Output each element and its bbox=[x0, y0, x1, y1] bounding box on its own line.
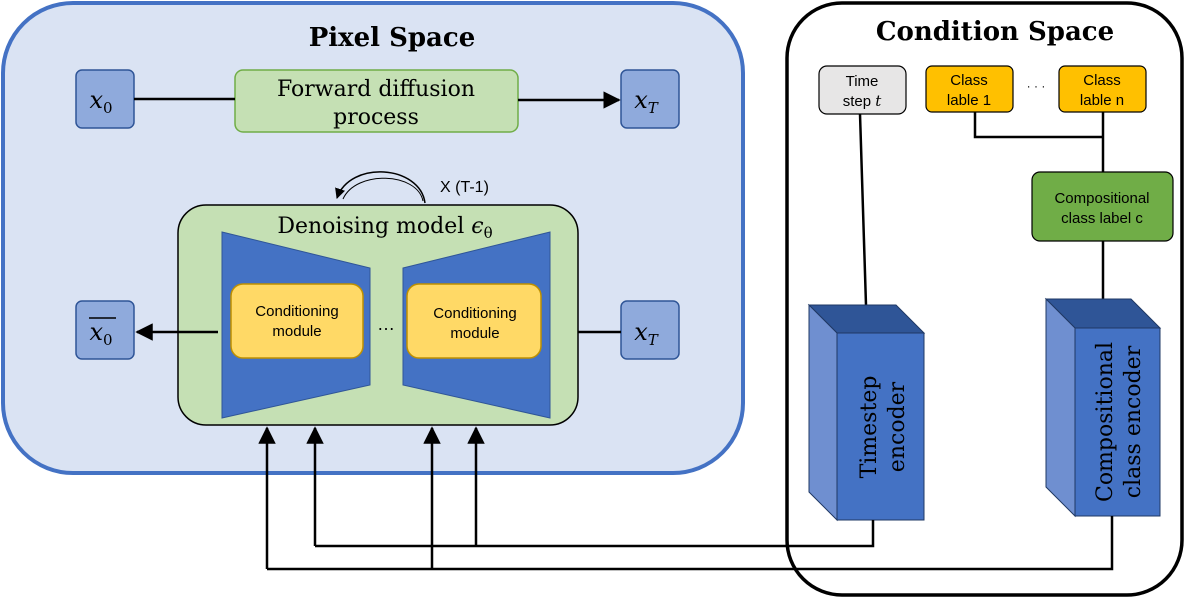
svg-text:xT: xT bbox=[634, 318, 659, 349]
forward-line2: process bbox=[333, 105, 419, 130]
timestep-to-encoder-line bbox=[858, 113, 868, 306]
svg-text:module: module bbox=[272, 323, 321, 340]
svg-text:Class: Class bbox=[1083, 72, 1121, 89]
forward-line1: Forward diffusion bbox=[277, 77, 475, 102]
time-step-box: Time step t bbox=[818, 65, 907, 115]
conditioning-module-left: Conditioning module bbox=[230, 283, 364, 359]
x0-hat-base: x bbox=[89, 318, 103, 346]
theta-symbol: θ bbox=[484, 224, 493, 242]
x0-hat-node: x0 bbox=[75, 300, 135, 360]
svg-text:Conditioning: Conditioning bbox=[255, 303, 338, 320]
svg-text:Compositional: Compositional bbox=[1054, 190, 1149, 207]
class-label-1-box: Class lable 1 bbox=[925, 65, 1014, 113]
svg-text:xT: xT bbox=[634, 86, 659, 117]
svg-text:step t: step t bbox=[843, 92, 883, 110]
class-encoder-line1: Compositional bbox=[1093, 342, 1118, 502]
unet-dots: … bbox=[377, 314, 395, 334]
xT-top-base: x bbox=[634, 86, 648, 114]
pixel-space-title: Pixel Space bbox=[309, 23, 476, 53]
time-step-var: t bbox=[875, 92, 882, 110]
condition-space-title: Condition Space bbox=[876, 17, 1114, 47]
class-feedback-line bbox=[267, 516, 1114, 571]
svg-text:module: module bbox=[450, 325, 499, 342]
class-encoder-block: Compositional class encoder bbox=[1044, 297, 1162, 518]
xT-bottom-sub: T bbox=[648, 331, 659, 349]
loop-arrow bbox=[335, 171, 426, 204]
xT-bottom-base: x bbox=[634, 318, 648, 346]
xT-top-node: xT bbox=[620, 69, 680, 129]
class-dots: · · · bbox=[1027, 79, 1046, 93]
xT-top-sub: T bbox=[648, 99, 659, 117]
x0-hat-sub: 0 bbox=[103, 331, 113, 349]
timestep-encoder-line2: encoder bbox=[885, 381, 910, 472]
timestep-encoder-line1: Timestep bbox=[857, 376, 882, 479]
class-encoder-line2: class encoder bbox=[1121, 345, 1146, 498]
x0-base: x bbox=[89, 86, 103, 114]
x0-sub: 0 bbox=[103, 99, 113, 117]
class-labels-merge-line bbox=[973, 112, 1103, 139]
timestep-feedback-line bbox=[315, 520, 875, 548]
loop-label: X (T-1) bbox=[440, 179, 489, 196]
svg-text:lable 1: lable 1 bbox=[947, 92, 991, 109]
x0-node: x0 bbox=[75, 69, 135, 129]
conditioning-module-right: Conditioning module bbox=[406, 283, 542, 359]
svg-text:Class: Class bbox=[950, 72, 988, 89]
svg-text:Conditioning: Conditioning bbox=[433, 305, 516, 322]
xT-bottom-node: xT bbox=[620, 300, 680, 360]
denoising-model-label: Denoising model ϵθ bbox=[277, 214, 492, 242]
class-label-n-box: Class lable n bbox=[1058, 65, 1147, 113]
svg-text:x0: x0 bbox=[89, 86, 112, 117]
svg-text:Time: Time bbox=[846, 73, 879, 90]
svg-text:lable n: lable n bbox=[1080, 92, 1124, 109]
timestep-encoder-block: Timestep encoder bbox=[807, 303, 926, 522]
compositional-class-label-box: Compositional class label c bbox=[1031, 171, 1174, 242]
svg-text:x0: x0 bbox=[89, 318, 112, 349]
svg-text:class label c: class label c bbox=[1061, 210, 1143, 227]
epsilon-symbol: ϵ bbox=[471, 214, 483, 239]
forward-diffusion-box: Forward diffusion process bbox=[234, 69, 519, 133]
